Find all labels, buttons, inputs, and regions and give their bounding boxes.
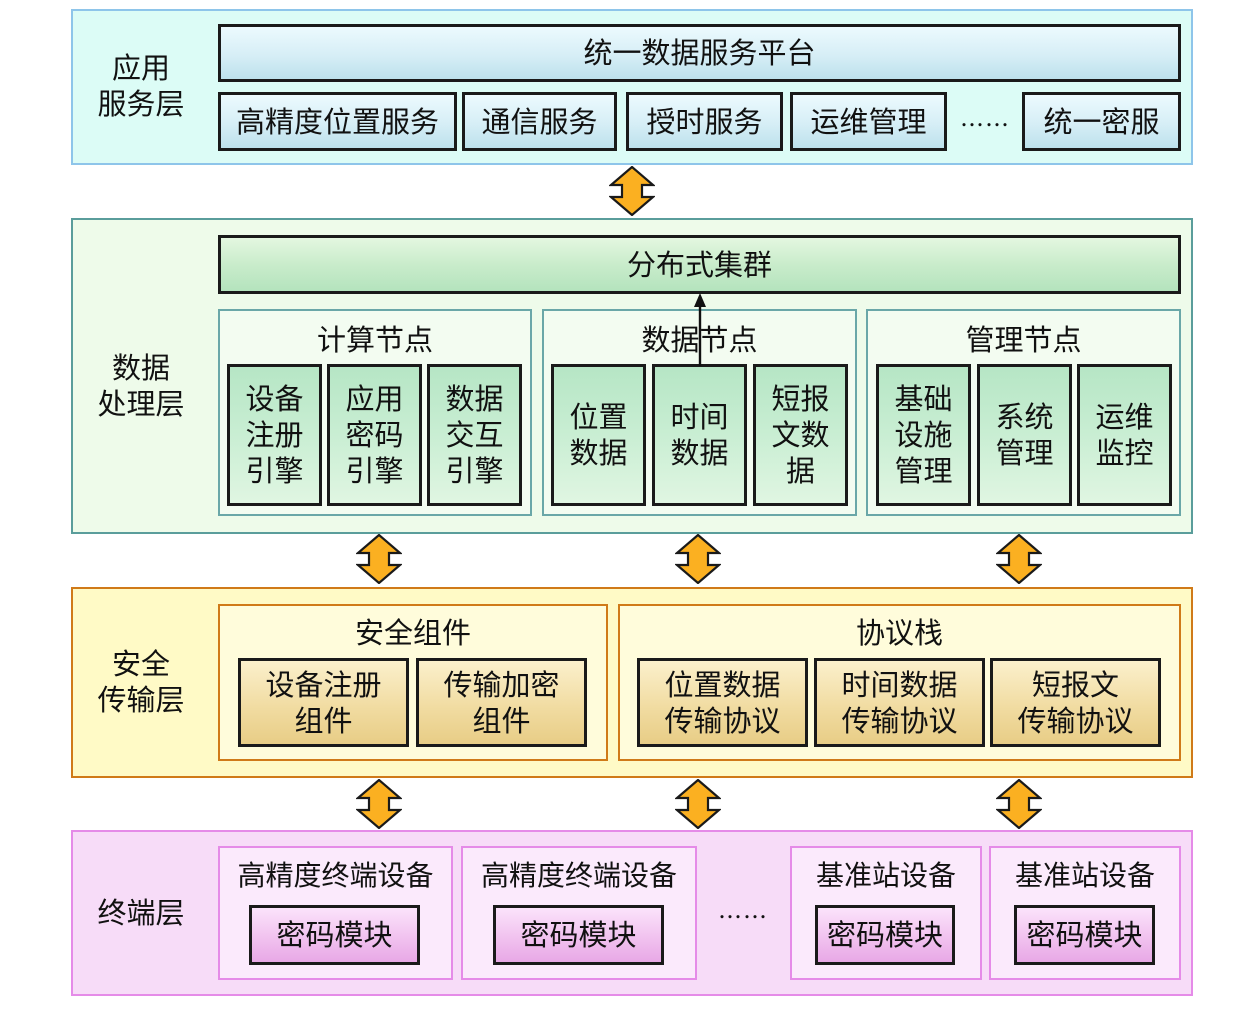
compute-node-title: 计算节点	[316, 323, 433, 357]
transmission-encryption-component: 传输加密 组件	[416, 658, 587, 747]
crypto-module: 密码模块	[815, 905, 955, 965]
bidirectional-arrow-icon	[609, 166, 655, 216]
service-high-precision-position: 高精度位置服务	[218, 92, 457, 151]
security-layer-label: 安全 传输层	[97, 647, 185, 717]
crypto-module: 密码模块	[249, 905, 420, 965]
terminal-device-title: 高精度终端设备	[237, 859, 434, 892]
distributed-cluster: 分布式集群	[218, 235, 1181, 294]
base-station-device-title: 基准站设备	[1014, 859, 1155, 892]
security-components-title: 安全组件	[354, 616, 471, 650]
base-station-device-title: 基准站设备	[815, 859, 956, 892]
bidirectional-arrow-icon	[996, 534, 1042, 584]
up-arrow-icon	[694, 293, 706, 366]
time-data: 时间 数据	[652, 364, 747, 506]
crypto-module: 密码模块	[493, 905, 664, 965]
position-data-protocol: 位置数据 传输协议	[637, 658, 808, 747]
time-data-protocol: 时间数据 传输协议	[814, 658, 985, 747]
service-operations-management: 运维管理	[790, 92, 947, 151]
short-message-protocol: 短报文 传输协议	[990, 658, 1161, 747]
infrastructure-management: 基础 设施 管理	[876, 364, 971, 506]
crypto-module: 密码模块	[1014, 905, 1155, 965]
service-communication: 通信服务	[462, 92, 617, 151]
operations-monitoring: 运维 监控	[1077, 364, 1172, 506]
terminal-device-title: 高精度终端设备	[480, 859, 677, 892]
application-layer-label: 应用 服务层	[97, 51, 185, 121]
service-timing: 授时服务	[626, 92, 783, 151]
bidirectional-arrow-icon	[675, 534, 721, 584]
device-registration-engine: 设备 注册 引擎	[227, 364, 322, 506]
services-ellipsis: ……	[960, 104, 1010, 132]
bidirectional-arrow-icon	[356, 534, 402, 584]
service-unified-crypto: 统一密服	[1022, 92, 1181, 151]
device-registration-component: 设备注册 组件	[238, 658, 409, 747]
system-management: 系统 管理	[977, 364, 1072, 506]
management-node-title: 管理节点	[965, 323, 1082, 357]
bidirectional-arrow-icon	[675, 779, 721, 829]
processing-layer-label: 数据 处理层	[97, 351, 185, 421]
short-message-data: 短报 文数 据	[753, 364, 848, 506]
protocol-stack-title: 协议栈	[855, 616, 943, 650]
position-data: 位置 数据	[551, 364, 646, 506]
bidirectional-arrow-icon	[996, 779, 1042, 829]
data-exchange-engine: 数据 交互 引擎	[427, 364, 522, 506]
devices-ellipsis: ……	[718, 896, 768, 924]
bidirectional-arrow-icon	[356, 779, 402, 829]
application-crypto-engine: 应用 密码 引擎	[327, 364, 422, 506]
unified-data-service-platform: 统一数据服务平台	[218, 24, 1181, 82]
terminal-layer-label: 终端层	[97, 896, 185, 930]
